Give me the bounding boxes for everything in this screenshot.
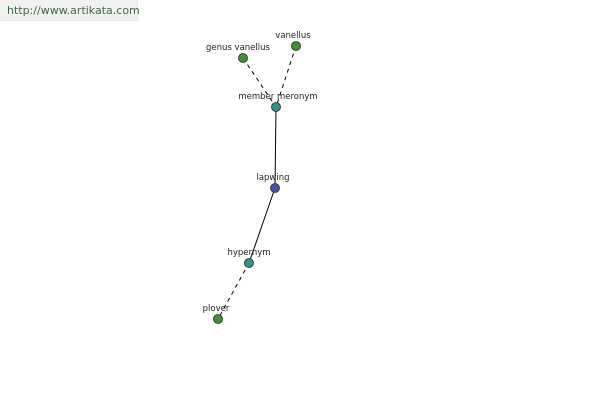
labels-layer: genus vanellus vanellus member meronym lapw… — [203, 31, 318, 314]
edge-vanellus-to-member-meronym — [275, 45, 297, 108]
edge-lapwing-to-hypernym — [248, 187, 276, 264]
node-label-member-meronym[interactable]: member meronym — [238, 92, 317, 102]
node-label-hypernym[interactable]: hypernym — [227, 248, 270, 258]
edge-member-meronym-to-lapwing — [274, 106, 277, 189]
node-label-vanellus[interactable]: vanellus — [275, 31, 311, 41]
node-vanellus[interactable] — [291, 41, 301, 51]
node-genus-vanellus[interactable] — [238, 53, 248, 63]
edge-genus-vanellus-to-member-meronym — [242, 57, 277, 108]
node-label-plover[interactable]: plover — [203, 304, 230, 314]
node-label-lapwing[interactable]: lapwing — [256, 173, 289, 183]
node-member-meronym[interactable] — [271, 102, 281, 112]
site-url-link[interactable]: http://www.artikata.com — [7, 4, 140, 17]
edges-layer — [217, 45, 297, 320]
node-lapwing[interactable] — [270, 183, 280, 193]
node-plover[interactable] — [213, 314, 223, 324]
url-banner: http://www.artikata.com — [0, 0, 140, 21]
node-hypernym[interactable] — [244, 258, 254, 268]
edge-hypernym-to-plover — [217, 262, 250, 320]
nodes-layer — [213, 41, 301, 324]
node-label-genus-vanellus[interactable]: genus vanellus — [206, 43, 270, 53]
